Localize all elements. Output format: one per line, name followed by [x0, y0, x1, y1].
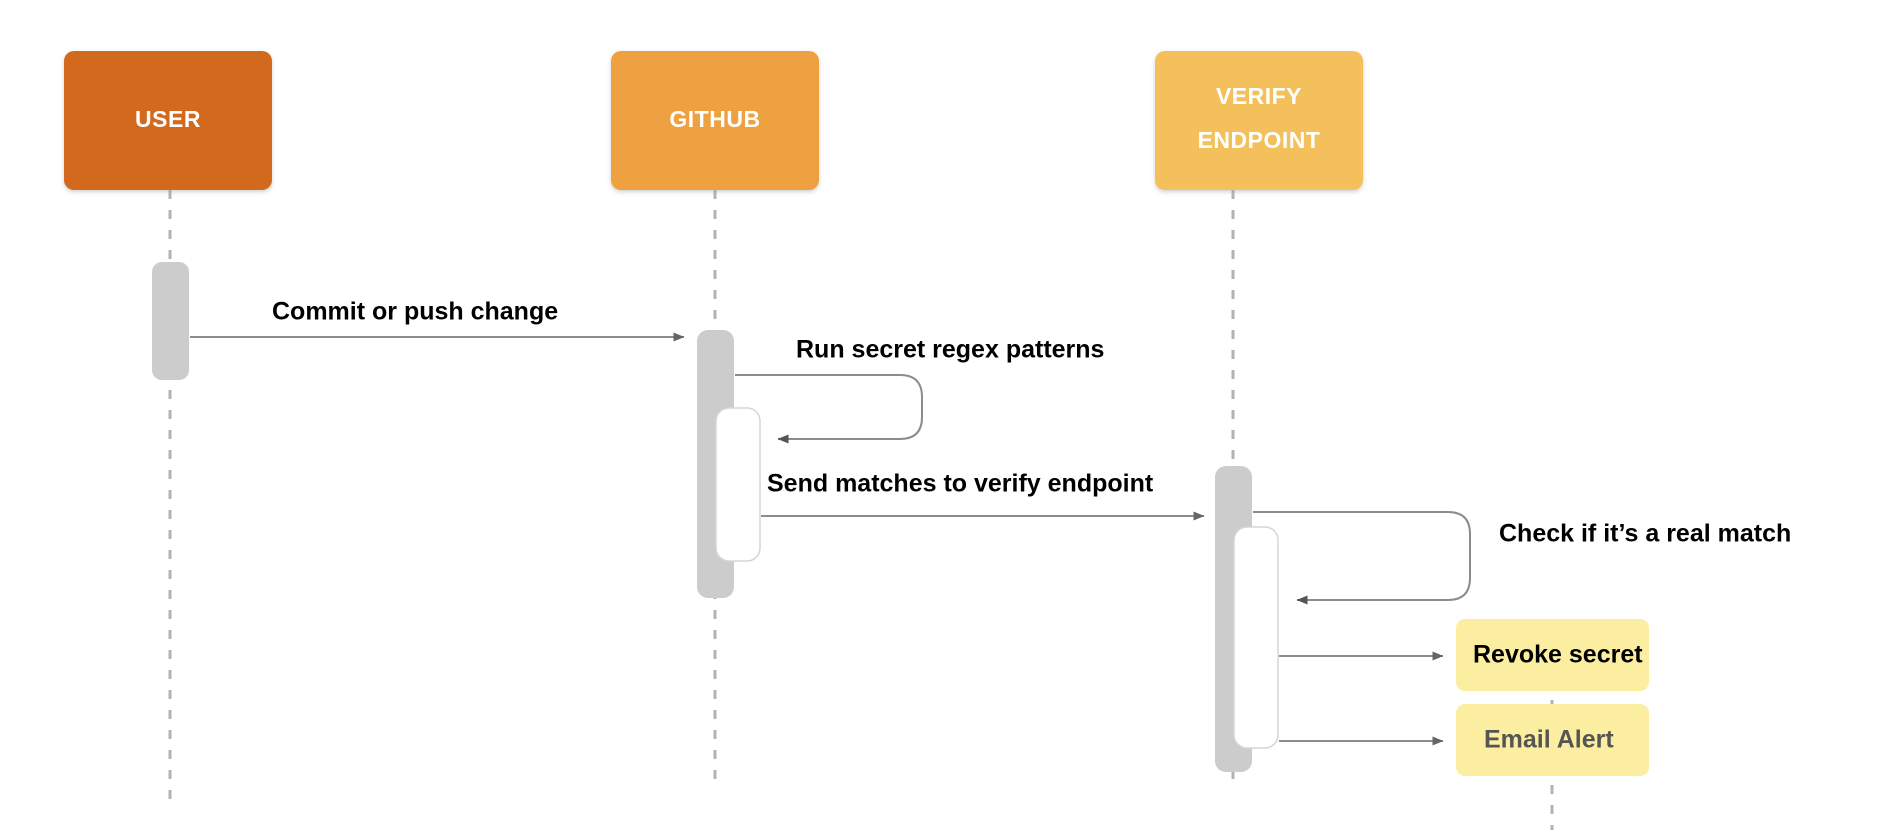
node-email-alert[interactable]: Email Alert	[1456, 704, 1649, 776]
activation-verify	[1215, 466, 1279, 772]
message-commit-or-push-change: Commit or push change	[190, 298, 685, 342]
message-label-4: Check if it’s a real match	[1499, 520, 1791, 548]
activation-bar-user	[152, 262, 189, 380]
actor-github-label: GITHUB	[669, 106, 760, 132]
message-run-secret-regex-patterns: Run secret regex patterns	[735, 336, 1104, 444]
actor-github-box[interactable]	[611, 51, 819, 190]
actor-verify-endpoint-label-line1: VERIFY	[1216, 83, 1302, 109]
actor-verify-endpoint[interactable]: VERIFY ENDPOINT	[1155, 51, 1363, 190]
actor-user-label: USER	[135, 106, 201, 132]
activation-bar-github-inner	[715, 407, 761, 562]
node-email-alert-box[interactable]	[1456, 704, 1649, 776]
message-selfloop-verify	[1253, 511, 1471, 605]
message-label-2: Run secret regex patterns	[796, 336, 1104, 364]
node-revoke-secret-box[interactable]	[1456, 619, 1649, 691]
node-revoke-secret-label: Revoke secret	[1473, 641, 1643, 669]
lifelines-group	[168, 190, 1554, 830]
activation-bar-verify-inner	[1233, 526, 1279, 749]
message-label-1: Commit or push change	[272, 298, 558, 326]
activation-user	[152, 262, 189, 380]
node-revoke-secret[interactable]: Revoke secret	[1456, 619, 1649, 691]
activation-github	[697, 330, 761, 598]
actor-verify-endpoint-box[interactable]	[1155, 51, 1363, 190]
message-check-if-its-a-real-match: Check if it’s a real match	[1253, 511, 1791, 605]
actor-user-box[interactable]	[64, 51, 272, 190]
actor-verify-endpoint-label-line2: ENDPOINT	[1198, 127, 1321, 153]
message-selfloop-github	[735, 374, 923, 444]
message-label-3: Send matches to verify endpoint	[767, 470, 1154, 498]
node-email-alert-label: Email Alert	[1484, 726, 1614, 754]
actor-user[interactable]: USER	[64, 51, 272, 190]
message-send-matches-to-verify-endpoint: Send matches to verify endpoint	[761, 470, 1205, 521]
actor-github[interactable]: GITHUB	[611, 51, 819, 190]
